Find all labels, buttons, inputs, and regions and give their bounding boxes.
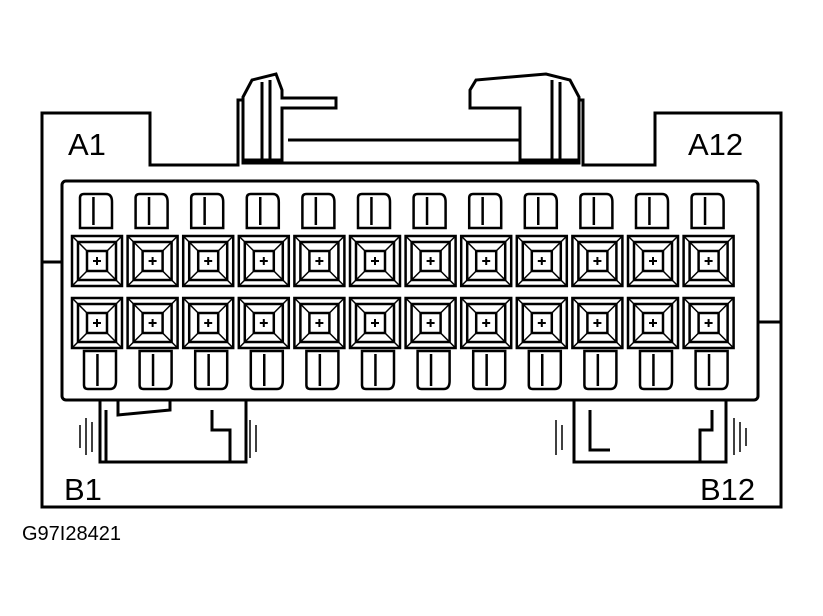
figure-code: G97I28421 (22, 523, 121, 545)
latch-bottom-8 (471, 349, 507, 391)
pin-label-b12: B12 (700, 472, 755, 507)
connector-body (60, 179, 760, 402)
terminal-a-5 (293, 234, 346, 288)
terminal-b-7 (404, 296, 457, 350)
locking-tab-right (468, 72, 581, 162)
latch-bottom-11 (638, 349, 674, 391)
latch-top-3 (189, 192, 225, 230)
terminal-a-10 (571, 234, 624, 288)
latch-bottom-6 (360, 349, 396, 391)
terminal-b-9 (515, 296, 569, 350)
latch-bottom-12 (694, 349, 729, 391)
latch-top-2 (134, 192, 169, 230)
terminal-a-12 (682, 234, 735, 288)
terminal-a-11 (626, 234, 680, 288)
latch-top-12 (690, 192, 725, 230)
mounting-clip-right (572, 400, 728, 464)
latch-row-bottom (82, 349, 729, 391)
latch-top-8 (467, 192, 503, 230)
terminal-row-b (70, 296, 735, 350)
latch-top-6 (356, 192, 392, 230)
terminal-a-3 (181, 234, 235, 288)
mounting-clip-left (98, 400, 248, 464)
pin-label-a1: A1 (68, 127, 106, 162)
terminal-a-2 (126, 234, 179, 288)
terminal-b-4 (237, 296, 291, 350)
latch-bottom-9 (527, 349, 563, 391)
terminal-b-6 (348, 296, 402, 350)
latch-top-1 (78, 192, 114, 230)
latch-bottom-10 (583, 349, 618, 391)
latch-top-7 (412, 192, 447, 230)
terminal-a-1 (70, 234, 124, 288)
latch-bottom-5 (305, 349, 340, 391)
latch-bottom-7 (416, 349, 451, 391)
terminal-b-2 (126, 296, 179, 350)
terminal-a-9 (515, 234, 569, 288)
terminal-row-a (70, 234, 735, 288)
latch-top-10 (579, 192, 614, 230)
pin-label-a12: A12 (688, 127, 743, 162)
terminal-a-6 (348, 234, 402, 288)
terminal-b-10 (571, 296, 624, 350)
terminal-b-3 (181, 296, 235, 350)
latch-top-9 (523, 192, 559, 230)
terminal-b-11 (626, 296, 680, 350)
terminal-b-5 (293, 296, 346, 350)
terminal-a-8 (459, 234, 513, 288)
latch-top-4 (245, 192, 281, 230)
latch-top-11 (634, 192, 670, 230)
housing-outline (40, 98, 783, 509)
latch-bottom-1 (82, 349, 118, 391)
latch-top-5 (301, 192, 336, 230)
pin-label-b1: B1 (64, 472, 102, 507)
latch-bottom-3 (193, 349, 229, 391)
terminal-b-12 (682, 296, 735, 350)
latch-bottom-2 (138, 349, 173, 391)
latch-row-top (78, 192, 725, 230)
terminal-b-8 (459, 296, 513, 350)
terminal-a-7 (404, 234, 457, 288)
locking-tab-left (241, 72, 338, 162)
terminal-b-1 (70, 296, 124, 350)
terminal-a-4 (237, 234, 291, 288)
latch-bottom-4 (249, 349, 285, 391)
